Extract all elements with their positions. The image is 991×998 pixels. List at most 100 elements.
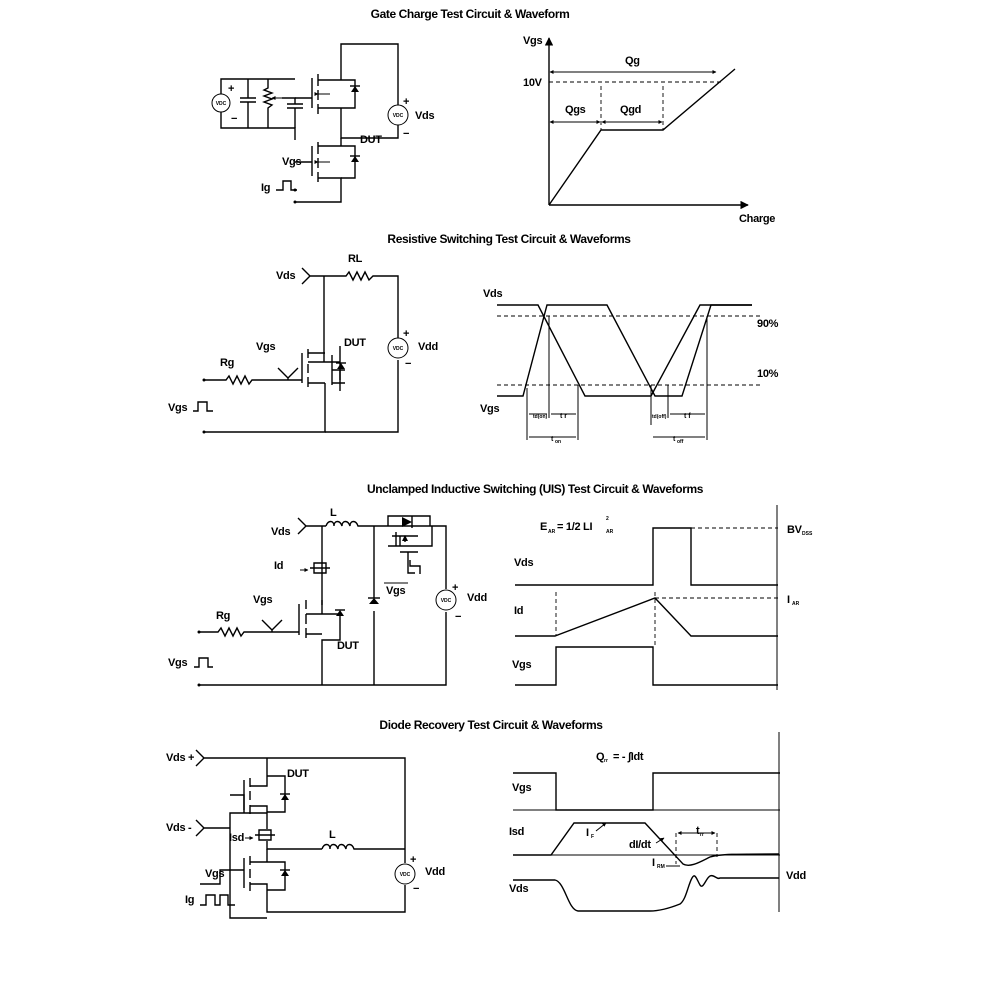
svg-text:Vgs: Vgs <box>168 657 187 669</box>
svg-text:L: L <box>330 507 337 519</box>
svg-text:on: on <box>555 439 561 445</box>
vds-label: Vds <box>415 110 434 122</box>
resistive-circuit: Vds RL Vgs DUT Rg Vgs VDC + − Vdd <box>168 253 438 434</box>
resistive-switching-section: Resistive Switching Test Circuit & Wavef… <box>168 232 779 445</box>
svg-text:VDC: VDC <box>393 346 404 352</box>
svg-text:Vdd: Vdd <box>418 341 438 353</box>
svg-text:−: − <box>413 883 419 895</box>
qgs-label: Qgs <box>565 104 586 116</box>
svg-text:Id: Id <box>274 560 283 572</box>
svg-text:t: t <box>673 436 676 443</box>
svg-text:−: − <box>455 611 461 623</box>
vgs-label: Vgs <box>282 156 301 168</box>
svg-text:= 1/2 LI: = 1/2 LI <box>557 521 592 533</box>
svg-text:Vgs: Vgs <box>168 402 187 414</box>
svg-text:I: I <box>586 827 589 839</box>
uis-title: Unclamped Inductive Switching (UIS) Test… <box>367 482 704 496</box>
uis-circuit: Vds L Vgs Id Vg <box>168 507 487 687</box>
svg-text:Vgs: Vgs <box>253 594 272 606</box>
qg-label: Qg <box>625 55 640 67</box>
svg-text:BV: BV <box>787 524 803 536</box>
svg-text:−: − <box>403 128 409 140</box>
svg-text:I: I <box>787 594 790 606</box>
svg-text:DSS: DSS <box>802 531 813 537</box>
svg-text:Isd: Isd <box>509 826 524 838</box>
svg-text:Vds: Vds <box>509 883 528 895</box>
svg-text:Vgs: Vgs <box>386 585 405 597</box>
svg-text:−: − <box>405 358 411 370</box>
svg-text:dI/dt: dI/dt <box>629 839 651 851</box>
svg-text:Q: Q <box>596 751 605 763</box>
svg-text:I: I <box>652 857 655 869</box>
svg-text:DUT: DUT <box>287 768 309 780</box>
svg-text:2: 2 <box>606 516 609 522</box>
svg-text:Id: Id <box>514 605 523 617</box>
svg-text:Vgs: Vgs <box>512 659 531 671</box>
svg-text:VDC: VDC <box>441 598 452 604</box>
ig-label: Ig <box>261 182 270 194</box>
gate-charge-title: Gate Charge Test Circuit & Waveform <box>371 7 570 21</box>
diode-title: Diode Recovery Test Circuit & Waveforms <box>379 718 603 732</box>
svg-text:+: + <box>228 83 234 95</box>
svg-text:Vdd: Vdd <box>425 866 445 878</box>
svg-text:= - ∫Idt: = - ∫Idt <box>613 751 644 763</box>
svg-text:+: + <box>403 96 409 108</box>
vdc-source <box>435 589 457 611</box>
svg-text:Rg: Rg <box>220 357 234 369</box>
svg-text:+: + <box>410 854 416 866</box>
gate-charge-circuit: VDC + − VDC + − Vds <box>211 43 435 204</box>
svg-text:Vds: Vds <box>483 288 502 300</box>
svg-text:DUT: DUT <box>337 640 359 652</box>
dut-label: DUT <box>360 134 382 146</box>
diode-recovery-section: Diode Recovery Test Circuit & Waveforms … <box>166 718 806 919</box>
10v-label: 10V <box>523 77 543 89</box>
svg-text:E: E <box>540 521 547 533</box>
svg-text:Vds +: Vds + <box>166 752 194 764</box>
qgd-label: Qgd <box>620 104 641 116</box>
diode-waveform: Q rr = - ∫Idt Vgs Isd I F dI/dt t rr I R… <box>509 732 806 912</box>
resistive-title: Resistive Switching Test Circuit & Wavef… <box>387 232 631 246</box>
svg-text:10%: 10% <box>757 368 779 380</box>
svg-text:L: L <box>329 829 336 841</box>
svg-text:F: F <box>591 834 594 840</box>
vdc-source <box>387 337 409 359</box>
svg-text:90%: 90% <box>757 318 779 330</box>
svg-text:off: off <box>677 439 684 445</box>
svg-text:Vdd: Vdd <box>467 592 487 604</box>
diode-circuit: Vds + DUT Vds - Isd L Vgs Ig VDC <box>166 749 445 919</box>
uis-section: Unclamped Inductive Switching (UIS) Test… <box>168 482 813 690</box>
svg-text:t: t <box>696 825 700 837</box>
svg-text:Ig: Ig <box>185 894 194 906</box>
svg-text:Vgs: Vgs <box>256 341 275 353</box>
svg-text:AR: AR <box>606 529 614 535</box>
svg-text:Vdd: Vdd <box>786 870 806 882</box>
svg-text:Vgs: Vgs <box>512 782 531 794</box>
svg-text:VDC: VDC <box>393 113 404 119</box>
svg-text:+: + <box>452 582 458 594</box>
svg-text:DUT: DUT <box>344 337 366 349</box>
svg-text:Vgs: Vgs <box>480 403 499 415</box>
svg-text:rr: rr <box>604 758 608 764</box>
gate-charge-section: Gate Charge Test Circuit & Waveform VDC … <box>211 7 776 225</box>
svg-text:VDC: VDC <box>216 101 227 107</box>
gate-charge-waveform: Vgs Charge 10V Qg Qgs Qgd <box>523 35 776 225</box>
svg-text:Isd: Isd <box>229 832 244 844</box>
svg-text:Rg: Rg <box>216 610 230 622</box>
svg-text:Vds: Vds <box>271 526 290 538</box>
svg-text:AR: AR <box>792 601 800 607</box>
svg-text:rr: rr <box>700 832 704 838</box>
svg-text:t f: t f <box>684 413 691 420</box>
svg-text:td(off): td(off) <box>652 414 667 420</box>
resistive-waveform: Vds Vgs 90% 10% td(on) t r t on td(off) … <box>480 288 779 445</box>
uis-waveform: E AR = 1/2 LI 2 AR Vds BV DSS Id I AR Vg… <box>512 505 813 690</box>
svg-text:t: t <box>551 436 554 443</box>
svg-text:VDC: VDC <box>400 872 411 878</box>
vdc-source-right <box>387 104 409 126</box>
charge-axis-label: Charge <box>739 213 775 225</box>
svg-text:Vds -: Vds - <box>166 822 192 834</box>
svg-text:+: + <box>403 328 409 340</box>
svg-text:t r: t r <box>560 413 567 420</box>
svg-text:td(on): td(on) <box>533 414 547 420</box>
svg-text:Vds: Vds <box>514 557 533 569</box>
